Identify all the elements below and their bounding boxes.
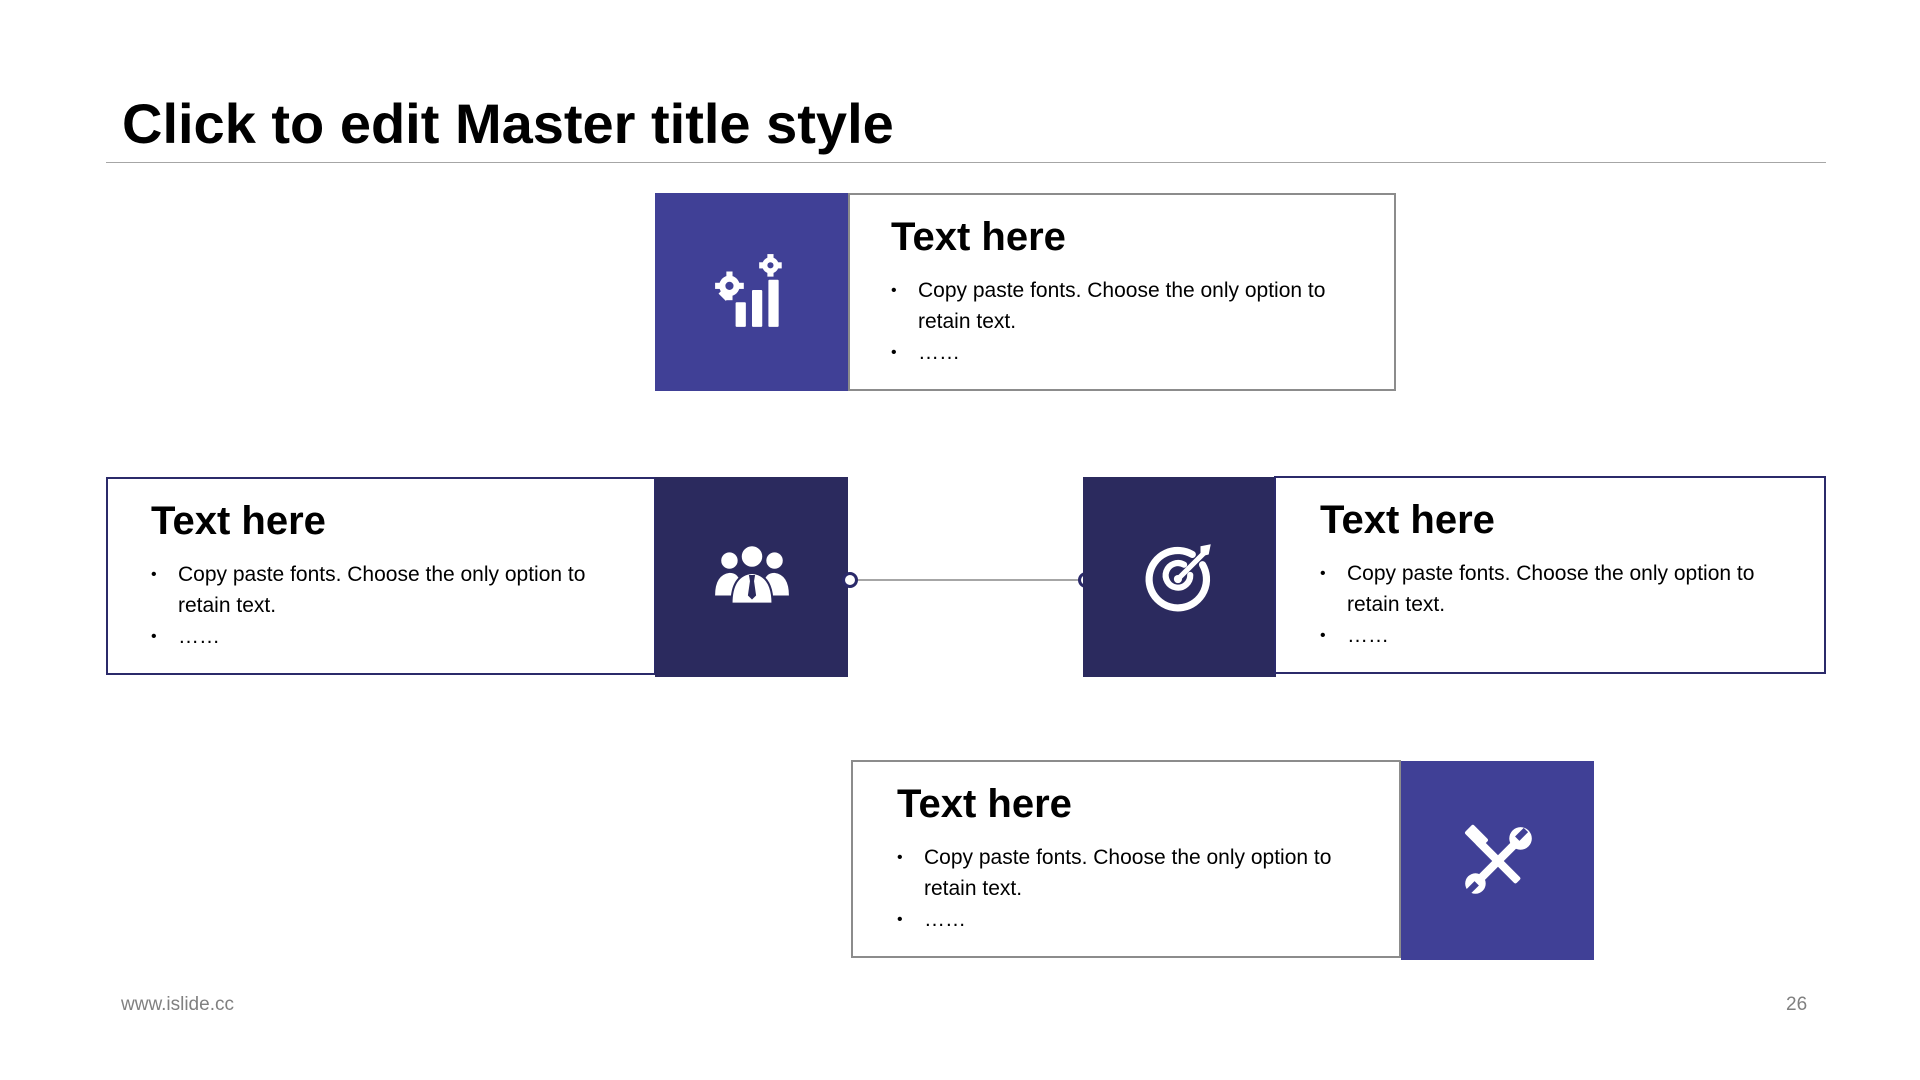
bottom-icon-box xyxy=(1401,761,1594,960)
target-icon xyxy=(1145,544,1211,612)
slide-title[interactable]: Click to edit Master title style xyxy=(122,92,894,155)
bullet-list: Copy paste fonts. Choose the only option… xyxy=(1320,558,1800,651)
bullet-item[interactable]: Copy paste fonts. Choose the only option… xyxy=(897,842,1377,904)
tools-icon xyxy=(1464,824,1532,894)
top-icon-box xyxy=(655,193,848,391)
right-card: Text here Copy paste fonts. Choose the o… xyxy=(1274,476,1826,674)
card-heading[interactable]: Text here xyxy=(891,215,1066,259)
bullet-item[interactable]: …… xyxy=(897,904,1377,935)
bullet-item[interactable]: …… xyxy=(151,621,631,652)
card-heading[interactable]: Text here xyxy=(151,499,326,543)
left-card: Text here Copy paste fonts. Choose the o… xyxy=(106,477,656,675)
right-icon-box xyxy=(1083,477,1276,677)
title-divider xyxy=(106,162,1826,163)
page-number: 26 xyxy=(1786,994,1808,1015)
connector-node-left xyxy=(842,572,858,588)
bullet-list: Copy paste fonts. Choose the only option… xyxy=(151,559,631,652)
bullet-item[interactable]: Copy paste fonts. Choose the only option… xyxy=(151,559,631,621)
team-icon xyxy=(714,544,789,605)
bullet-item[interactable]: Copy paste fonts. Choose the only option… xyxy=(891,275,1361,337)
card-heading[interactable]: Text here xyxy=(897,782,1072,826)
bullet-item[interactable]: Copy paste fonts. Choose the only option… xyxy=(1320,558,1800,620)
bullet-item[interactable]: …… xyxy=(891,337,1361,368)
bullet-list: Copy paste fonts. Choose the only option… xyxy=(891,275,1361,368)
footer-url[interactable]: www.islide.cc xyxy=(121,994,234,1015)
bullet-item[interactable]: …… xyxy=(1320,620,1800,651)
left-icon-box xyxy=(655,477,848,677)
bullet-list: Copy paste fonts. Choose the only option… xyxy=(897,842,1377,935)
card-heading[interactable]: Text here xyxy=(1320,498,1495,542)
top-card: Text here Copy paste fonts. Choose the o… xyxy=(848,193,1396,391)
connector-line xyxy=(849,579,1085,581)
bottom-card: Text here Copy paste fonts. Choose the o… xyxy=(851,760,1401,958)
analytics-gear-icon xyxy=(714,254,782,327)
